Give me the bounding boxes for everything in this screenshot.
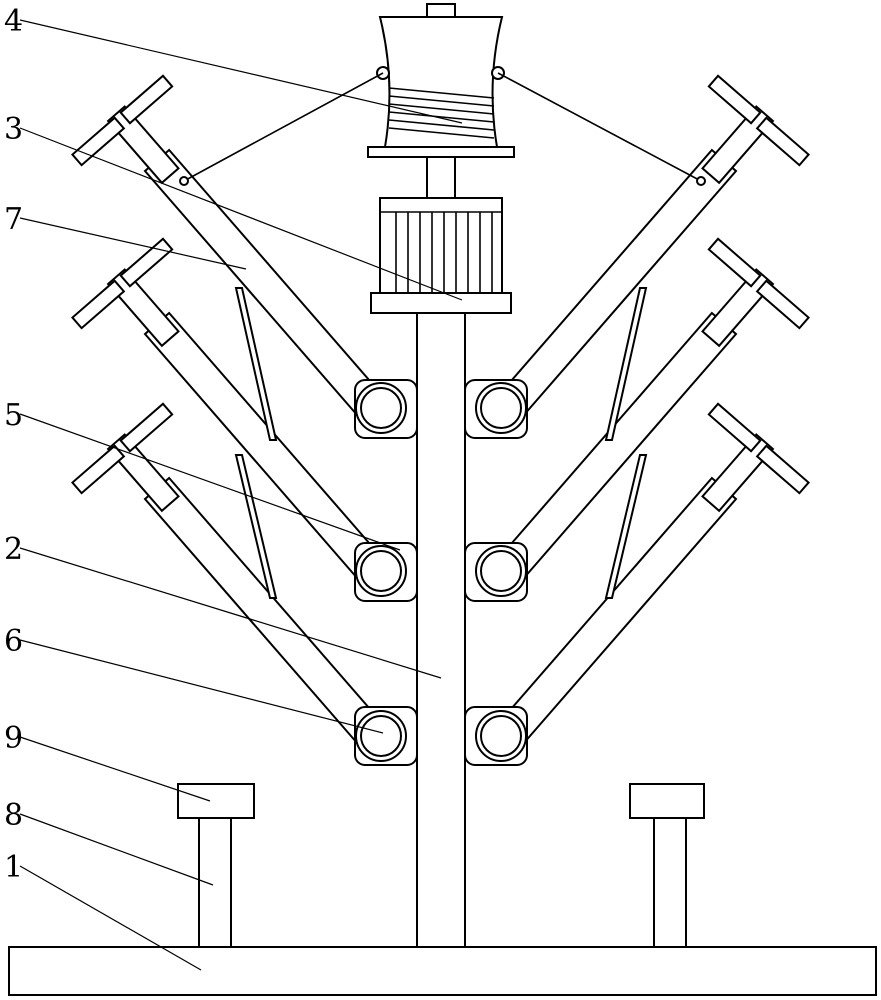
leader-lines: [19, 19, 463, 971]
arm-right-middle: [500, 237, 810, 577]
pivot-rings: [355, 382, 527, 762]
arm-right-upper: [500, 74, 810, 414]
arm-left-lower: [71, 402, 381, 742]
callout-5: 5: [4, 398, 23, 433]
support-struts: [234, 287, 648, 599]
callout-2: 2: [4, 532, 23, 567]
callout-8: 8: [4, 798, 23, 833]
drive-shaft: [426, 156, 456, 199]
motor-unit: [370, 197, 512, 314]
side-post-right: [629, 783, 705, 948]
callout-6: 6: [4, 624, 23, 659]
side-post-left: [177, 783, 255, 948]
winch-drum: [367, 3, 515, 158]
arm-right-lower: [500, 402, 810, 742]
callout-1: 1: [4, 850, 23, 885]
callout-3: 3: [4, 112, 23, 147]
callout-4: 4: [4, 4, 23, 39]
base-plate: [8, 946, 877, 996]
callout-9: 9: [4, 721, 23, 756]
central-column: [416, 312, 466, 948]
arm-left-middle: [71, 237, 381, 577]
pull-cables: [179, 72, 706, 186]
callout-7: 7: [4, 202, 23, 237]
